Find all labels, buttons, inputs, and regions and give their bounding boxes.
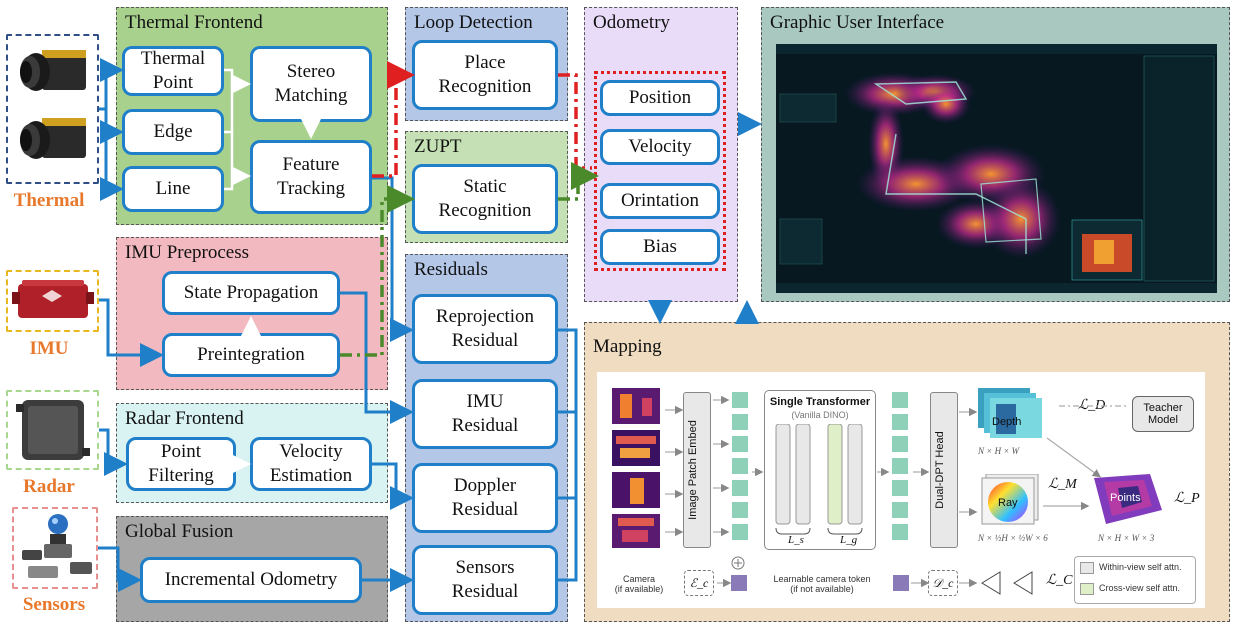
- lg-label: L_g: [840, 534, 858, 546]
- sensors-device-icon: [22, 514, 92, 578]
- imu-label: IMU: [29, 338, 69, 359]
- teacher-model-box: Teacher Model: [1132, 396, 1194, 432]
- odometry-title: Odometry: [593, 12, 671, 33]
- thermal-camera-icon: [20, 118, 86, 159]
- single-transformer-label: Single Transformer: [769, 396, 871, 408]
- residuals-title: Residuals: [414, 259, 488, 280]
- global-fusion-title: Global Fusion: [125, 521, 234, 542]
- velocity-box: Velocity: [600, 129, 720, 165]
- bias-box: Bias: [600, 229, 720, 265]
- position-box: Position: [600, 80, 720, 116]
- depth-maps: [978, 388, 1042, 438]
- ls-label: L_s: [788, 534, 804, 546]
- orientation-box: Orintation: [600, 183, 720, 219]
- radar-frontend-title: Radar Frontend: [125, 408, 244, 429]
- thermal-frontend-title: Thermal Frontend: [125, 12, 263, 33]
- vanilla-dino-label: (Vanilla DINO): [791, 410, 849, 420]
- zupt-title: ZUPT: [414, 136, 462, 157]
- attention-legend: [1074, 556, 1196, 604]
- token-column-left: [732, 392, 748, 540]
- velocity-estimation-box: Velocity Estimation: [250, 437, 372, 491]
- token-column-right: [892, 392, 908, 540]
- edge-box: Edge: [122, 109, 224, 155]
- mapping-title: Mapping: [593, 336, 662, 357]
- thermal-label: Thermal: [13, 190, 85, 211]
- ray-map: [981, 474, 1039, 525]
- within-view-swatch: [1080, 562, 1094, 574]
- radar-label: Radar: [23, 476, 75, 497]
- ray-dim-label: N × ½H × ½W × 6: [978, 533, 1048, 543]
- output-camera-token: [893, 575, 909, 591]
- points-map: [1094, 474, 1162, 524]
- loop-detection-title: Loop Detection: [414, 12, 533, 33]
- camera-frustum-icon: [981, 571, 1033, 595]
- static-recognition-box: Static Recognition: [412, 164, 558, 234]
- thermal-sensor-frame: [6, 34, 99, 184]
- dual-dpt-block: [930, 392, 958, 548]
- place-recognition-box: Place Recognition: [412, 40, 558, 110]
- camera-token: [731, 575, 747, 591]
- thermal-point-box: Thermal Point: [122, 46, 224, 96]
- imu-residual-box: IMU Residual: [412, 379, 558, 449]
- within-view-label: Within-view self attn.: [1099, 562, 1182, 572]
- mapping-arrows: [665, 395, 1127, 588]
- depth-label: Depth: [992, 416, 1022, 428]
- patch-embed-block: [683, 392, 711, 548]
- camera-label: Camera (if available): [614, 574, 664, 594]
- camera-token-label: Learnable camera token (if not available…: [773, 574, 871, 594]
- loss-p-label: ℒ_P: [1174, 491, 1200, 506]
- reprojection-residual-box: Reprojection Residual: [412, 294, 558, 364]
- cross-view-label: Cross-view self attn.: [1099, 583, 1181, 593]
- radar-device-icon: [16, 400, 90, 460]
- line-box: Line: [122, 166, 224, 212]
- loss-m-label: ℒ_M: [1048, 477, 1077, 492]
- feature-tracking-box: Feature Tracking: [250, 140, 372, 214]
- sensors-frame: [12, 507, 98, 589]
- imu-sensor-frame: [6, 270, 99, 332]
- plus-icon: [731, 556, 745, 570]
- loss-c-label: ℒ_C: [1046, 573, 1073, 588]
- doppler-residual-box: Doppler Residual: [412, 463, 558, 533]
- imu-device-icon: [12, 280, 94, 318]
- cross-view-swatch: [1080, 583, 1094, 595]
- imu-preprocess-title: IMU Preprocess: [125, 242, 250, 263]
- sensors-residual-box: Sensors Residual: [412, 545, 558, 615]
- gui-title: Graphic User Interface: [770, 12, 945, 33]
- ray-label: Ray: [998, 497, 1018, 509]
- points-dim-label: N × H × W × 3: [1098, 533, 1155, 543]
- points-label: Points: [1110, 492, 1141, 504]
- thermal-camera-icon: [20, 50, 86, 91]
- mapping-input-frames: [612, 388, 660, 548]
- camera-encoder-box: ℰ_c: [684, 570, 714, 596]
- transformer-layers: [775, 424, 863, 535]
- state-propagation-box: State Propagation: [162, 271, 340, 315]
- depth-dim-label: N × H × W: [978, 446, 1020, 456]
- sensors-label: Sensors: [22, 594, 86, 615]
- incremental-odometry-box: Incremental Odometry: [140, 557, 362, 603]
- gui-screenshot: [776, 44, 1217, 293]
- radar-sensor-frame: [6, 390, 99, 470]
- point-filtering-box: Point Filtering: [126, 437, 236, 491]
